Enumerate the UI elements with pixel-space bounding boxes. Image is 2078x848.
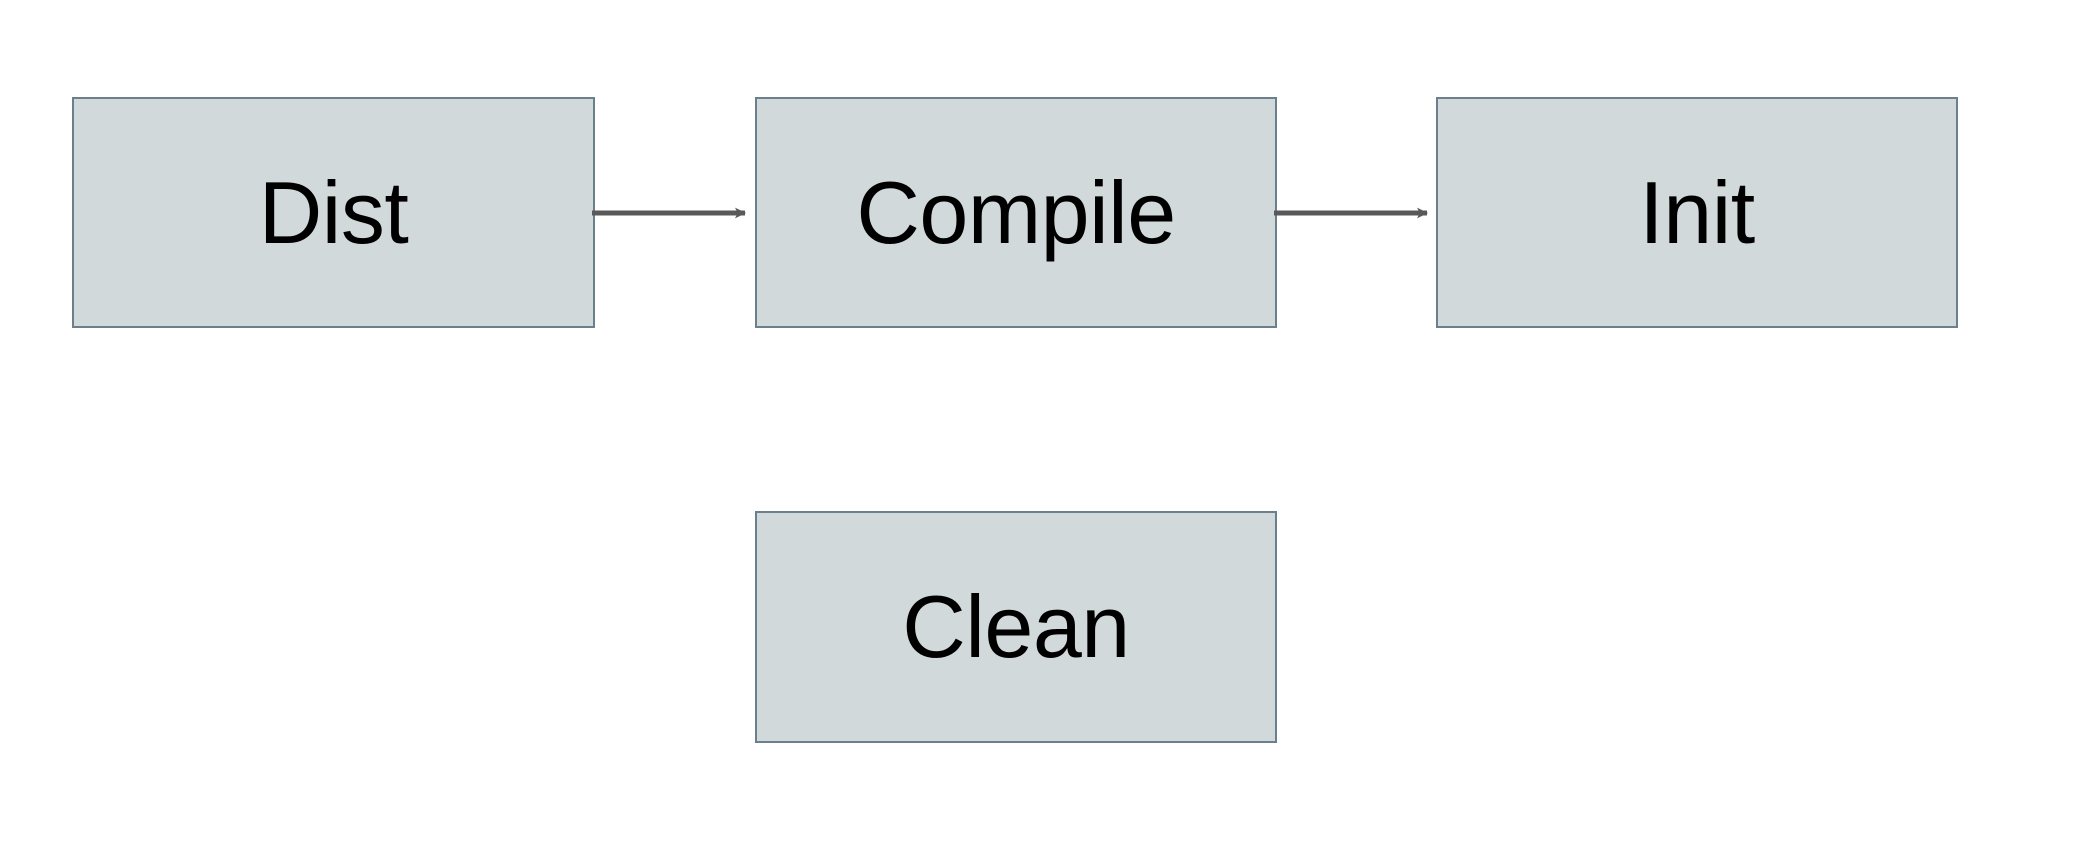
node-label: Clean [902, 577, 1130, 676]
diagram-edge-dist-to-compile[interactable] [592, 183, 758, 243]
diagram-node-init[interactable]: Init [1436, 97, 1958, 328]
diagram-node-dist[interactable]: Dist [72, 97, 595, 328]
diagram-edge-compile-to-init[interactable] [1274, 183, 1440, 243]
node-label: Dist [258, 162, 409, 262]
node-label: Init [1639, 162, 1755, 262]
diagram-node-clean[interactable]: Clean [755, 511, 1277, 743]
diagram-node-compile[interactable]: Compile [755, 97, 1277, 328]
node-label: Compile [856, 162, 1176, 262]
